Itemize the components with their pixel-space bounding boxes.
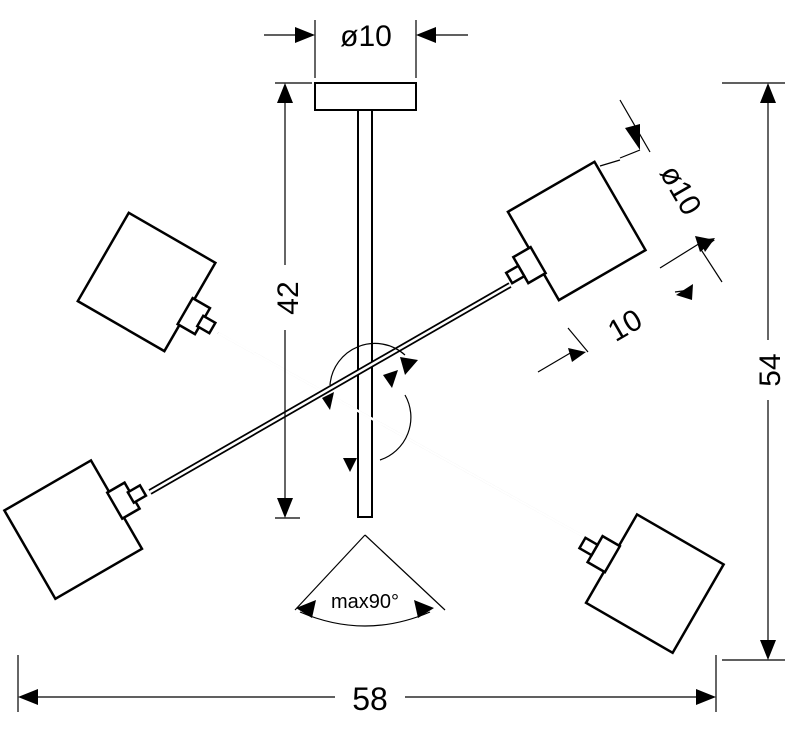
shade-upper-left xyxy=(76,211,218,353)
rotation-arrow-2-icon xyxy=(383,370,398,388)
tilt-arrow-right-icon xyxy=(414,600,434,618)
dimension-drop-height: 42 xyxy=(272,82,312,519)
dimension-total-width: 58 xyxy=(17,655,717,717)
tilt-arrow-left-icon xyxy=(296,600,316,618)
shade-height-label: 10 xyxy=(603,303,648,348)
dimension-tilt-angle: max90° xyxy=(294,534,446,627)
tilt-angle-label: max90° xyxy=(331,591,399,613)
dimension-rose-diameter: ø10 xyxy=(264,20,468,78)
central-stem xyxy=(357,109,373,518)
drop-height-label: 42 xyxy=(272,281,305,314)
total-width-label: 58 xyxy=(352,681,388,717)
dimension-total-height: 54 xyxy=(722,82,787,661)
ceiling-rose xyxy=(314,82,417,111)
rotation-arrow-3-icon xyxy=(322,392,334,410)
rose-diameter-label: ø10 xyxy=(340,20,392,53)
shade-lower-right xyxy=(577,512,726,655)
rotation-arrow-4-icon xyxy=(343,458,357,472)
rotation-arrow-1-icon xyxy=(400,357,418,375)
arm-upper-left-to-lower-right xyxy=(217,331,591,542)
total-height-label: 54 xyxy=(754,353,787,386)
shade-lower-left xyxy=(2,458,148,601)
shade-upper-right xyxy=(504,160,648,302)
pivot-rotation-indicator xyxy=(322,342,418,472)
shade-diameter-label: ø10 xyxy=(653,160,707,221)
arm-lower-left-to-upper-right xyxy=(148,282,512,495)
